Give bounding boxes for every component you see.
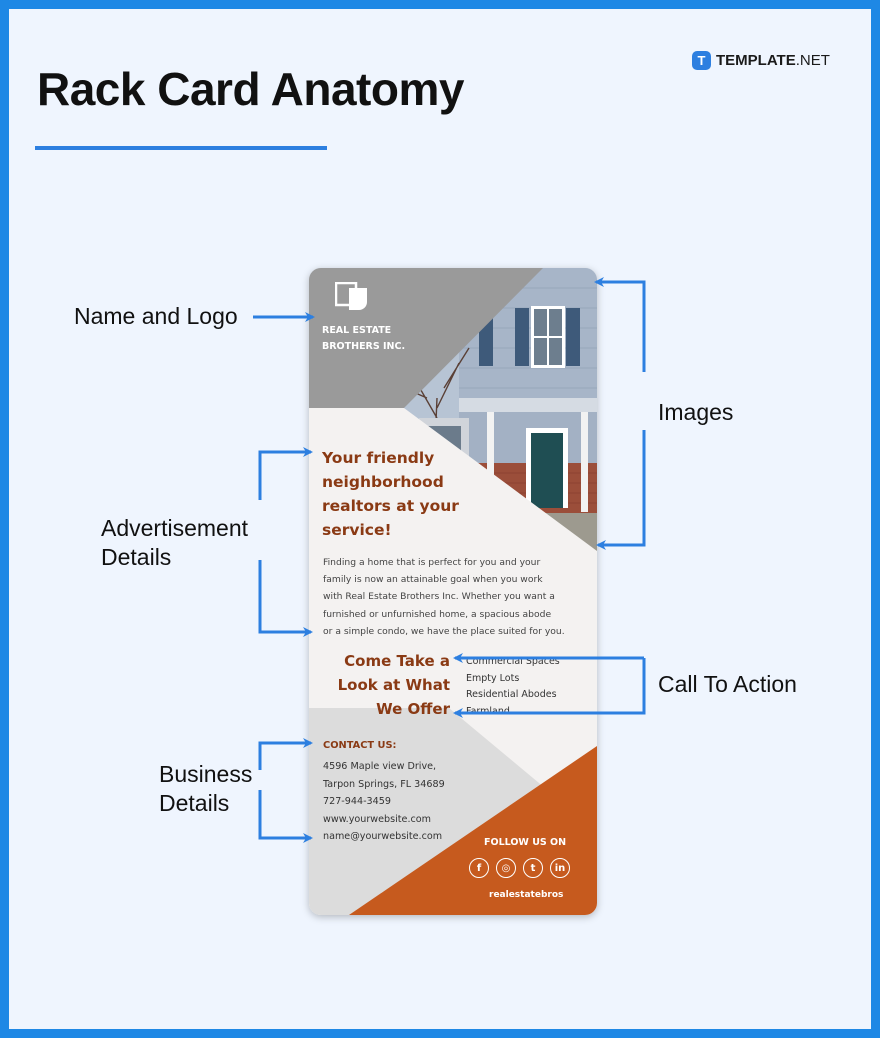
lower-gray-wedge [309, 708, 569, 915]
company-name: REAL ESTATE BROTHERS INC. [322, 325, 406, 352]
arrow-images-top [594, 277, 646, 372]
card-headline: Your friendly neighborhood realtors at y… [322, 449, 459, 539]
template-logo-icon: T [692, 50, 711, 70]
label-business-details: Business Details [159, 761, 253, 816]
linkedin-icon: in [550, 858, 570, 878]
label-call-to-action: Call To Action [658, 671, 797, 697]
company-logo-icon [335, 282, 367, 310]
arrow-images-bottom [596, 430, 646, 550]
brand-logo: T TEMPLATE.NET [692, 50, 830, 70]
offer-list: Commercial Spaces Empty Lots Residential… [466, 654, 586, 720]
list-item: Residential Abodes [466, 689, 557, 700]
arrow-advertisement-top [258, 447, 313, 500]
facebook-icon: f [469, 858, 489, 878]
label-name-and-logo: Name and Logo [74, 303, 238, 329]
social-handle: realestatebros [489, 890, 564, 900]
title-underline [35, 146, 327, 150]
card-call-to-action: Come Take a Look at What We Offer [337, 652, 450, 718]
list-item: Commercial Spaces [466, 656, 560, 667]
list-item: Farmland [466, 705, 510, 717]
arrow-advertisement-bottom [258, 560, 313, 637]
list-item: Empty Lots [466, 672, 520, 684]
contact-details: 4596 Maple view Drive, Tarpon Springs, F… [323, 761, 445, 842]
contact-heading: CONTACT US: [323, 740, 397, 751]
arrow-cta-bottom [453, 658, 646, 718]
brand-name: TEMPLATE.NET [716, 51, 830, 69]
logo-banner [309, 268, 543, 408]
twitter-icon: t [523, 858, 543, 878]
page-title: Rack Card Anatomy [37, 63, 464, 115]
label-images: Images [658, 399, 734, 425]
arrow-business-top [258, 738, 313, 770]
label-advertisement-details: Advertisement Details [101, 515, 249, 570]
card-body-copy: Finding a home that is perfect for you a… [323, 557, 565, 637]
social-icons: f ◎ t in [469, 858, 570, 878]
follow-us-heading: FOLLOW US ON [484, 837, 567, 848]
arrow-business-bottom [258, 790, 313, 843]
instagram-icon: ◎ [496, 858, 516, 878]
